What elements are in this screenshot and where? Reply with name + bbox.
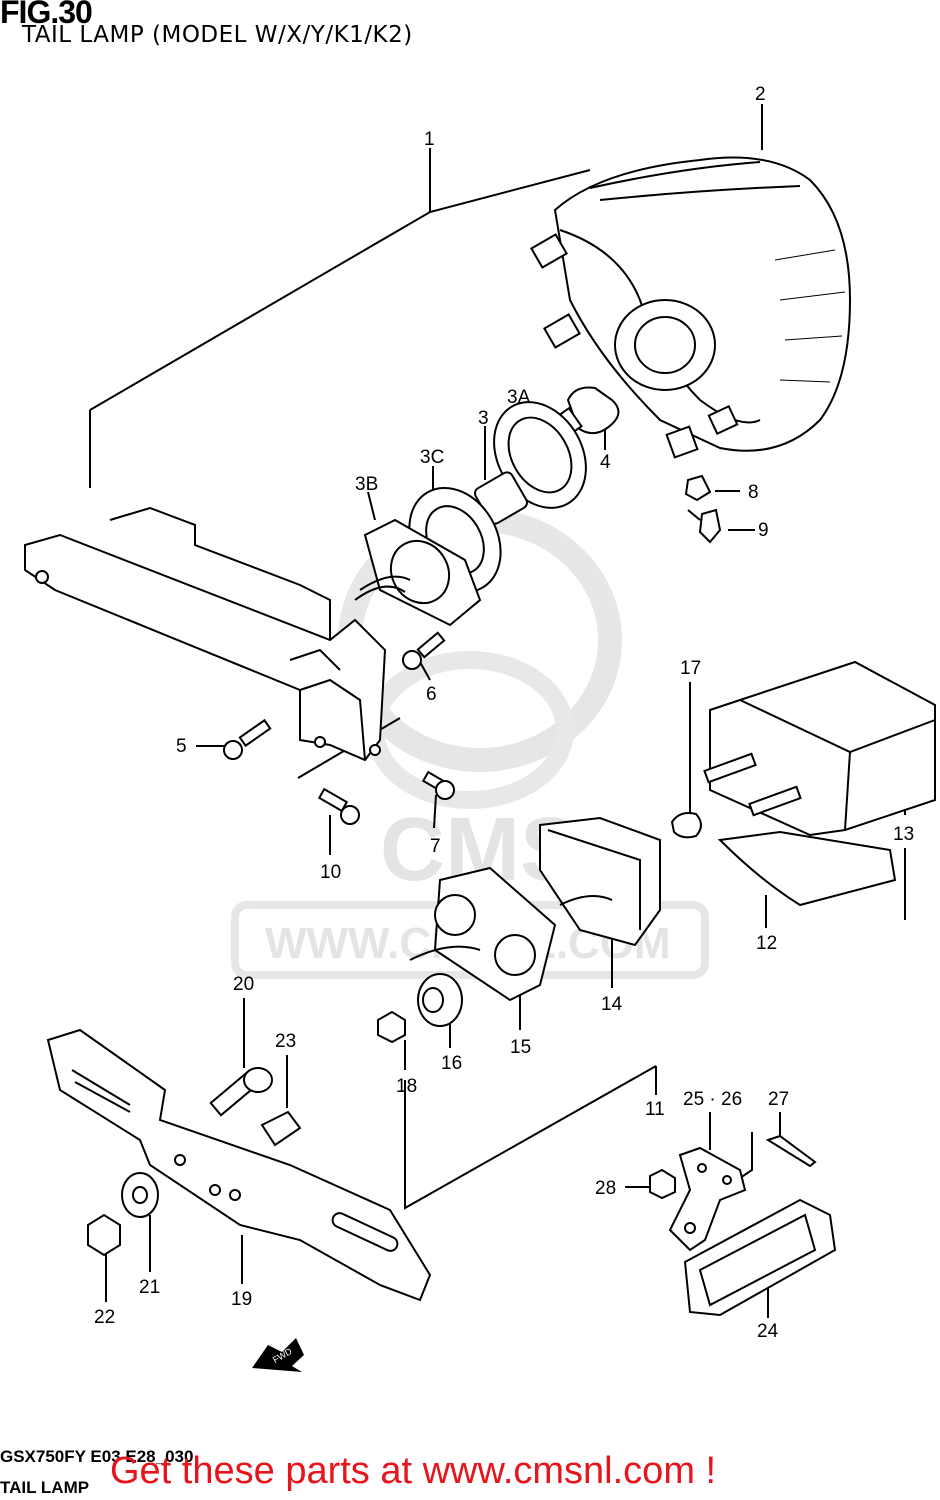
label-4: 4 [600,452,611,473]
label-24: 24 [757,1321,779,1342]
label-15: 15 [510,1037,531,1058]
tail-lamp-lens-housing [530,156,852,459]
label-25-26: 25 · 26 [683,1089,742,1110]
label-2: 2 [755,84,766,105]
figure-title: FIG.30 [0,0,93,30]
label-27: 27 [768,1089,789,1110]
forward-direction-arrow: FWD [252,1338,304,1372]
label-6: 6 [426,684,437,705]
socket-gasket-assembly [354,401,587,627]
label-3c: 3C [420,447,444,468]
nut-and-screw-top [684,474,722,544]
figure-subtitle: TAIL LAMP (MODEL W/X/Y/K1/K2) [22,22,413,48]
label-16: 16 [441,1053,462,1074]
label-20: 20 [233,974,254,995]
reflector-assembly [649,1134,837,1317]
part-labels: 1 2 3 3A 3B 3C 4 5 6 7 8 9 10 11 12 13 1… [94,84,914,1342]
label-22: 22 [94,1307,115,1328]
tail-lamp-bracket [24,506,387,762]
label-21: 21 [139,1277,160,1298]
label-1: 1 [424,129,435,150]
label-3b: 3B [355,474,378,495]
footer-model-code: GSX750FY E03 E28_030 [0,1447,194,1466]
label-3a: 3A [507,387,531,408]
label-14: 14 [601,994,623,1015]
label-10: 10 [320,862,341,883]
label-13: 13 [893,824,914,845]
footer-section-name: TAIL LAMP [0,1478,90,1497]
license-lamp-cover [670,660,936,907]
license-plate-bracket [46,1028,432,1302]
promo-link[interactable]: Get these parts at www.cmsnl.com ! [110,1450,717,1492]
label-12: 12 [756,933,777,954]
license-lamp-housing [377,816,661,1044]
label-23: 23 [275,1031,296,1052]
label-19: 19 [231,1289,252,1310]
label-11: 11 [645,1099,665,1120]
label-17: 17 [680,658,701,679]
label-18: 18 [396,1076,417,1097]
label-8: 8 [748,482,759,503]
label-28: 28 [595,1178,616,1199]
bracket-screws [223,631,455,825]
label-7: 7 [430,836,441,857]
label-5: 5 [176,736,187,757]
label-3: 3 [478,408,489,429]
label-9: 9 [758,520,769,541]
